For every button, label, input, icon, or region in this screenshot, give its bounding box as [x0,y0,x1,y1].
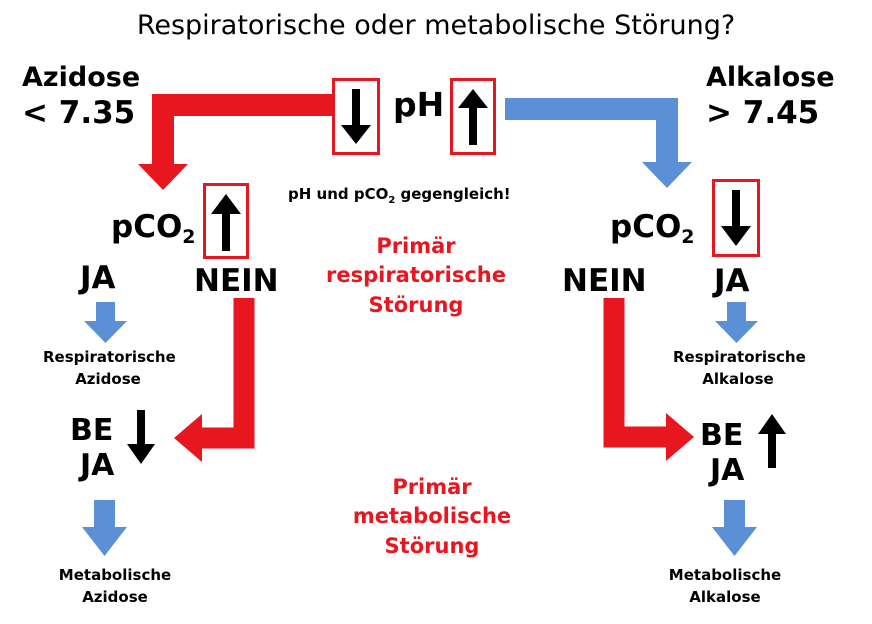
left-yes-label: JA [80,260,116,296]
alkalosis-threshold: > 7.45 [706,95,820,131]
ph-label: pH [393,85,445,124]
primary-metabolic-label: Primär metabolische Störung [352,475,512,558]
be-up-arrow-icon [758,414,786,468]
acidosis-label: Azidose [22,62,141,93]
blue-arrow-ph-to-right-pco2 [505,98,692,188]
left-be-label: BE [70,413,114,448]
arrow-down-icon [721,190,751,246]
acidosis-threshold: < 7.35 [22,95,136,131]
red-arrow-ph-to-left-pco2 [138,94,334,190]
red-arrow-right-nein-to-be [603,298,694,461]
right-pco2-down-box [712,179,760,257]
left-be-yes-label: JA [80,447,115,483]
right-yes-label: JA [714,263,750,299]
ph-up-box [450,78,496,155]
blue-arrow-right-ja-to-resp [715,302,758,343]
arrow-down-icon [341,89,371,144]
right-meta-result: Metabolische Alkalose [668,566,782,606]
be-down-arrow-icon [127,410,155,464]
left-resp-result: Respiratorische Azidose [43,348,176,388]
red-arrow-left-nein-to-be [174,298,255,462]
right-resp-result: Respiratorische Alkalose [673,348,806,388]
ph-pco2-note: pH und pCO2 gegengleich! [288,185,511,206]
right-be-label: BE [700,418,744,453]
right-no-label: NEIN [562,263,647,299]
blue-arrow-left-be-to-meta [82,500,127,556]
right-be-yes-label: JA [710,452,745,488]
blue-arrow-left-ja-to-resp [84,302,127,343]
diagram-title: Respiratorische oder metabolische Störun… [136,10,736,41]
left-be-block: BE JA [70,413,115,483]
left-pco2-label: pCO2 [111,209,196,248]
left-meta-result: Metabolische Azidose [58,566,172,606]
left-pco2-up-box [203,183,249,259]
left-no-label: NEIN [194,263,279,299]
ph-down-box [332,78,380,155]
alkalosis-label: Alkalose [706,62,835,93]
blue-arrow-right-be-to-meta [712,500,757,556]
arrow-up-icon [211,194,241,251]
primary-respiratory-label: Primär respiratorische Störung [325,234,507,317]
right-be-block: BE JA [700,418,745,488]
right-pco2-label: pCO2 [610,209,695,248]
arrow-up-icon [458,89,488,145]
